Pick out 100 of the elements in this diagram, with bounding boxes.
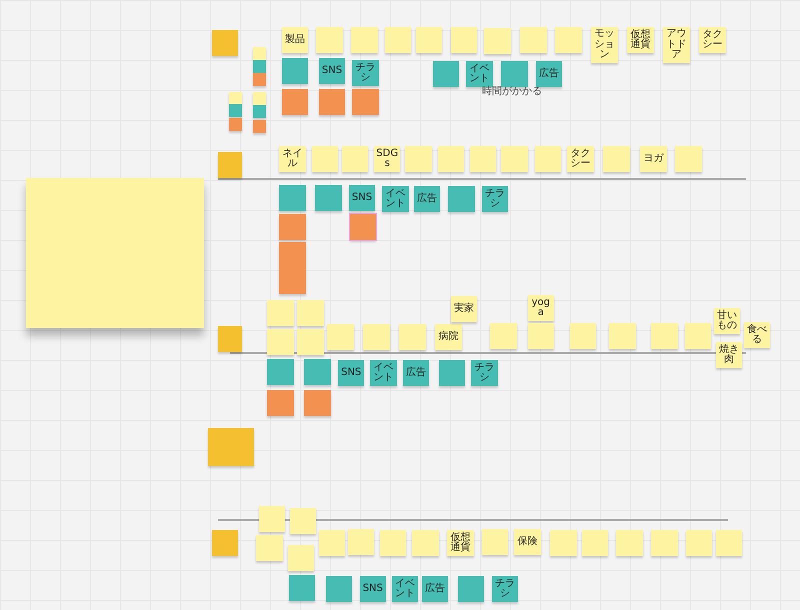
sticky-note: イベント [466, 61, 493, 87]
sticky-note: SNS [338, 360, 364, 386]
sticky-note [651, 323, 678, 349]
sticky-note [228, 92, 242, 106]
sticky-note: 広告 [536, 61, 562, 87]
sticky-note [432, 61, 460, 87]
sticky-note [279, 268, 306, 294]
sticky-note [326, 576, 352, 602]
sticky-note: SDGs [374, 146, 400, 172]
sticky-note: イベント [392, 576, 418, 602]
sticky-note [501, 146, 528, 172]
sticky-note [520, 27, 547, 53]
sticky-note: アウトドア [663, 27, 690, 62]
sticky-note: SNS [360, 576, 386, 602]
sticky-note [352, 89, 379, 115]
sticky-note [297, 300, 324, 326]
note-text: 時間がかかる [482, 84, 542, 98]
sticky-note [297, 329, 324, 355]
sticky-note [218, 326, 242, 352]
sticky-note [351, 27, 378, 53]
sticky-note [482, 529, 508, 555]
sticky-note: チラシ [471, 360, 498, 386]
sticky-note [380, 530, 406, 556]
sticky-note [288, 575, 316, 601]
sticky-note [228, 104, 242, 118]
sticky-note [218, 152, 242, 178]
sticky-note: 食べる [744, 322, 770, 348]
sticky-note [448, 186, 475, 212]
sticky-note [258, 506, 286, 532]
sticky-note [550, 530, 577, 556]
sticky-note [208, 428, 254, 466]
sticky-note: 広告 [414, 186, 440, 212]
sticky-note [312, 146, 338, 172]
sticky-note: タクシー [567, 146, 594, 172]
sticky-note: 甘いもの [714, 308, 740, 334]
sticky-note: 病院 [435, 324, 462, 350]
sticky-note [470, 146, 496, 172]
sticky-note: yoga [528, 295, 554, 321]
sticky-note [450, 27, 478, 53]
sticky-note [279, 242, 306, 268]
sticky-note [304, 390, 331, 416]
sticky-note [438, 360, 466, 386]
sticky-note [438, 146, 464, 172]
sticky-note: チラシ [492, 576, 518, 602]
sticky-note [501, 61, 528, 87]
sticky-note [582, 530, 608, 556]
sticky-note [252, 120, 266, 134]
sticky-note [288, 545, 314, 571]
sticky-note [318, 530, 346, 556]
sticky-note [290, 508, 316, 534]
sticky-note: 仮想通貨 [627, 27, 654, 53]
sticky-note [570, 323, 596, 349]
sticky-note: ネイル [279, 146, 306, 172]
sticky-note: 保険 [514, 529, 541, 555]
sticky-note: イベント [382, 186, 409, 212]
sticky-note: 焼き肉 [716, 342, 742, 368]
sticky-note: 広告 [422, 576, 448, 602]
sticky-note [304, 359, 331, 385]
sticky-note [267, 359, 294, 385]
sticky-note [267, 329, 294, 355]
sticky-note [279, 185, 306, 211]
sticky-note: 実家 [450, 296, 478, 322]
sticky-note [212, 30, 238, 56]
sticky-note [318, 89, 346, 115]
sticky-note [528, 323, 554, 349]
sticky-note [316, 27, 343, 53]
sticky-note [675, 146, 702, 172]
sticky-note [282, 89, 308, 115]
sticky-note [348, 529, 374, 555]
sticky-note [458, 576, 484, 602]
sticky-note [555, 27, 582, 53]
sticky-note [282, 58, 308, 84]
sticky-note: イベント [370, 360, 397, 386]
sticky-note [267, 300, 294, 326]
sticky-note: モッション [591, 27, 618, 62]
sticky-note [686, 530, 712, 556]
sticky-note [616, 530, 643, 556]
sticky-note [279, 214, 306, 240]
sticky-note: タクシー [699, 27, 726, 53]
sticky-note [342, 146, 368, 172]
sticky-note [212, 530, 238, 556]
sticky-note [399, 324, 426, 350]
sticky-note [534, 146, 562, 172]
sticky-note [609, 323, 636, 349]
sticky-note [405, 146, 432, 172]
sticky-note [267, 390, 294, 416]
sticky-note [716, 530, 742, 556]
sticky-note: チラシ [352, 60, 379, 86]
sticky-note [416, 27, 442, 53]
sticky-note [315, 185, 342, 211]
sticky-note [252, 60, 266, 74]
sticky-note: 製品 [282, 27, 308, 53]
sticky-note: SNS [318, 58, 346, 84]
sticky-note [252, 73, 266, 86]
sticky-note [228, 118, 242, 132]
sticky-note [603, 146, 630, 172]
sticky-note: 広告 [402, 360, 430, 386]
sticky-note [363, 324, 390, 350]
sticky-note [26, 178, 204, 328]
sticky-note [484, 28, 511, 54]
